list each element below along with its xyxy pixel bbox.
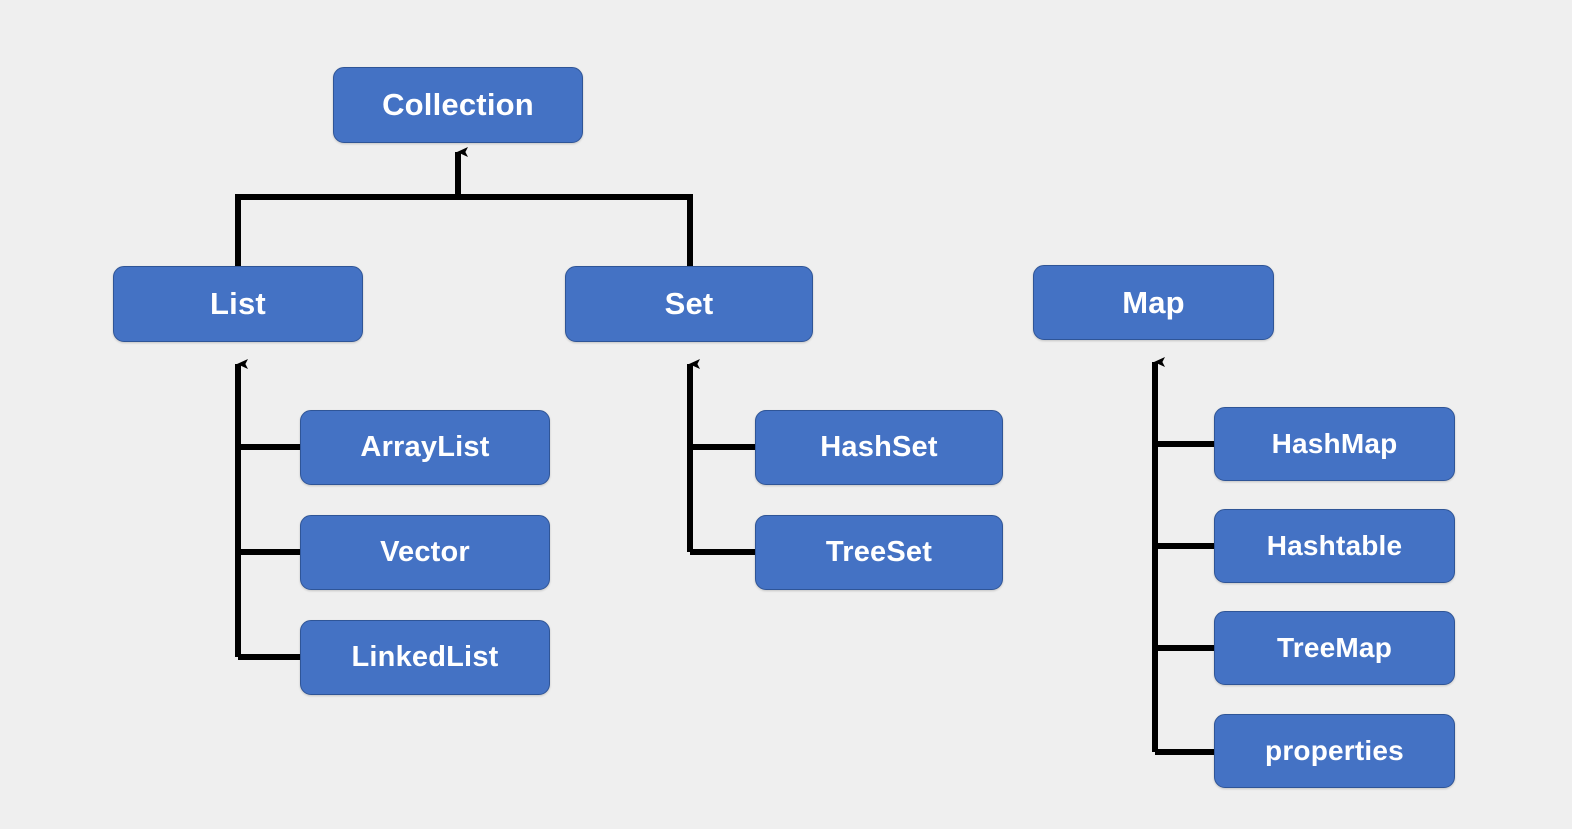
- node-treeset-label: TreeSet: [825, 536, 933, 568]
- node-hashset-label: HashSet: [820, 431, 938, 463]
- node-vector[interactable]: Vector: [300, 515, 550, 590]
- node-properties[interactable]: properties: [1214, 714, 1455, 788]
- node-collection[interactable]: Collection: [333, 67, 583, 143]
- node-collection-label: Collection: [382, 87, 534, 122]
- node-list[interactable]: List: [113, 266, 363, 342]
- node-properties-label: properties: [1265, 735, 1404, 766]
- node-map[interactable]: Map: [1033, 265, 1274, 340]
- node-treeset[interactable]: TreeSet: [755, 515, 1003, 590]
- node-treemap[interactable]: TreeMap: [1214, 611, 1455, 685]
- node-map-label: Map: [1122, 284, 1185, 320]
- node-set-label: Set: [664, 286, 714, 321]
- node-hashmap[interactable]: HashMap: [1214, 407, 1455, 481]
- node-hashmap-label: HashMap: [1271, 428, 1398, 459]
- edge-group-set: [687, 359, 758, 555]
- node-linkedlist-label: LinkedList: [351, 641, 499, 673]
- node-hashset[interactable]: HashSet: [755, 410, 1003, 485]
- edge-group-collection: [235, 147, 693, 266]
- node-list-label: List: [210, 286, 266, 321]
- node-hashtable-label: Hashtable: [1266, 530, 1403, 561]
- node-linkedlist[interactable]: LinkedList: [300, 620, 550, 695]
- node-vector-label: Vector: [380, 536, 470, 568]
- edge-group-list: [235, 359, 303, 660]
- node-arraylist[interactable]: ArrayList: [300, 410, 550, 485]
- node-hashtable[interactable]: Hashtable: [1214, 509, 1455, 583]
- node-arraylist-label: ArrayList: [360, 431, 490, 463]
- node-treemap-label: TreeMap: [1277, 632, 1392, 663]
- edge-group-map: [1152, 357, 1217, 755]
- node-set[interactable]: Set: [565, 266, 813, 342]
